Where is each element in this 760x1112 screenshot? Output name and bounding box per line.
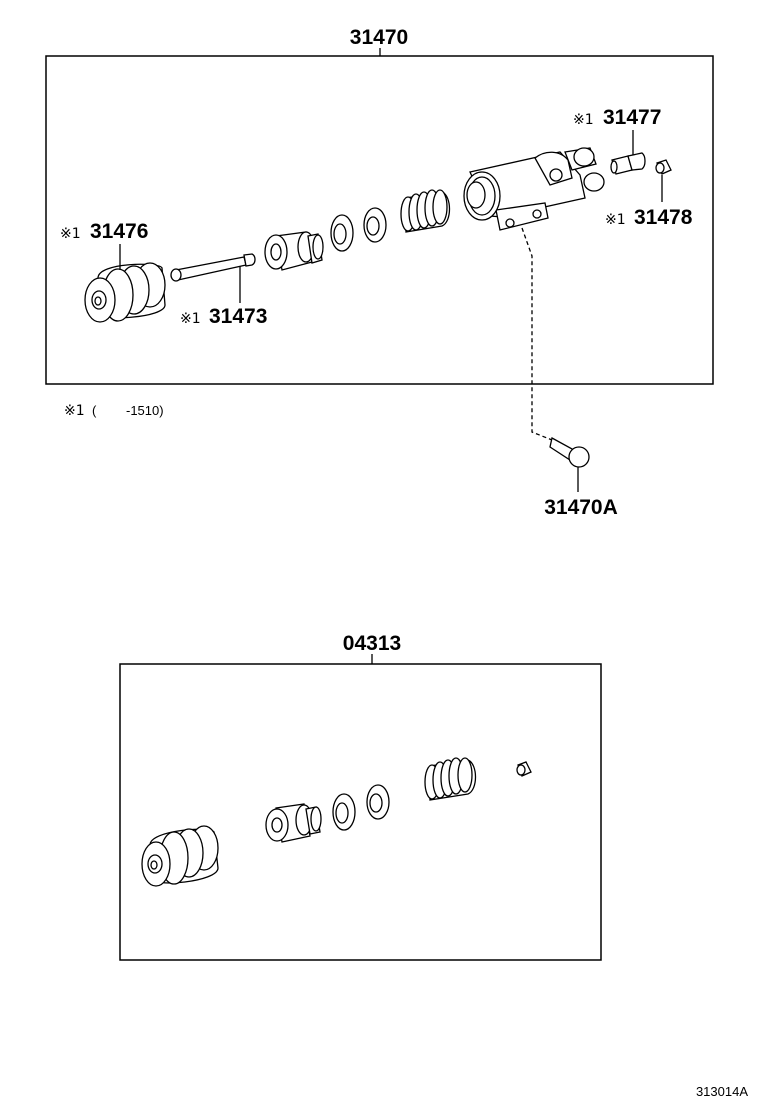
footnote-mark: ※1 bbox=[605, 212, 626, 228]
part-number-label[interactable]: 31476 bbox=[90, 220, 148, 243]
assembly-frame bbox=[119, 663, 602, 961]
footnote-mark: ※1 bbox=[64, 403, 85, 419]
boot-part[interactable] bbox=[141, 825, 219, 887]
spring-part[interactable] bbox=[400, 189, 451, 233]
footnote-mark: ※1 bbox=[60, 226, 81, 242]
cup-seal-part[interactable] bbox=[332, 793, 356, 831]
piston-part[interactable] bbox=[265, 803, 322, 843]
bleeder-cap-part[interactable] bbox=[655, 159, 672, 175]
piston-part[interactable] bbox=[264, 231, 324, 271]
footnote-range: -1510) bbox=[126, 403, 164, 418]
assembly-31470: 31470 ※1 31476 ※1 31473 bbox=[45, 26, 714, 385]
bolt-group: 31470A bbox=[521, 227, 618, 519]
footnote-mark: ※1 bbox=[180, 311, 201, 327]
assembly-number-label[interactable]: 04313 bbox=[343, 632, 401, 655]
cup-seal-part[interactable] bbox=[366, 784, 390, 820]
part-number-label[interactable]: 31477 bbox=[603, 106, 661, 129]
part-number-label[interactable]: 31470A bbox=[544, 496, 618, 519]
footnote-mark: ※1 bbox=[573, 112, 594, 128]
assembly-04313: 04313 bbox=[119, 632, 602, 961]
boot-part[interactable] bbox=[84, 262, 166, 323]
bolt-part[interactable] bbox=[549, 437, 590, 468]
cylinder-body-part[interactable] bbox=[463, 147, 605, 231]
cup-seal-part[interactable] bbox=[330, 214, 354, 252]
assembly-frame bbox=[45, 55, 714, 385]
push-rod-part[interactable] bbox=[170, 253, 256, 282]
part-number-label[interactable]: 31478 bbox=[634, 206, 693, 229]
assembly-number-label[interactable]: 31470 bbox=[350, 26, 408, 49]
bleeder-cap-part[interactable] bbox=[516, 761, 532, 777]
bleeder-plug-part[interactable] bbox=[610, 152, 646, 175]
dashed-leader-line bbox=[521, 227, 553, 441]
figure-code: 313014A bbox=[696, 1084, 748, 1099]
spring-part[interactable] bbox=[424, 757, 477, 801]
footnote-open: ( bbox=[92, 403, 97, 418]
cup-seal-part[interactable] bbox=[363, 207, 387, 243]
part-number-label[interactable]: 31473 bbox=[209, 305, 267, 328]
footnote: ※1 ( -1510) bbox=[64, 403, 164, 419]
